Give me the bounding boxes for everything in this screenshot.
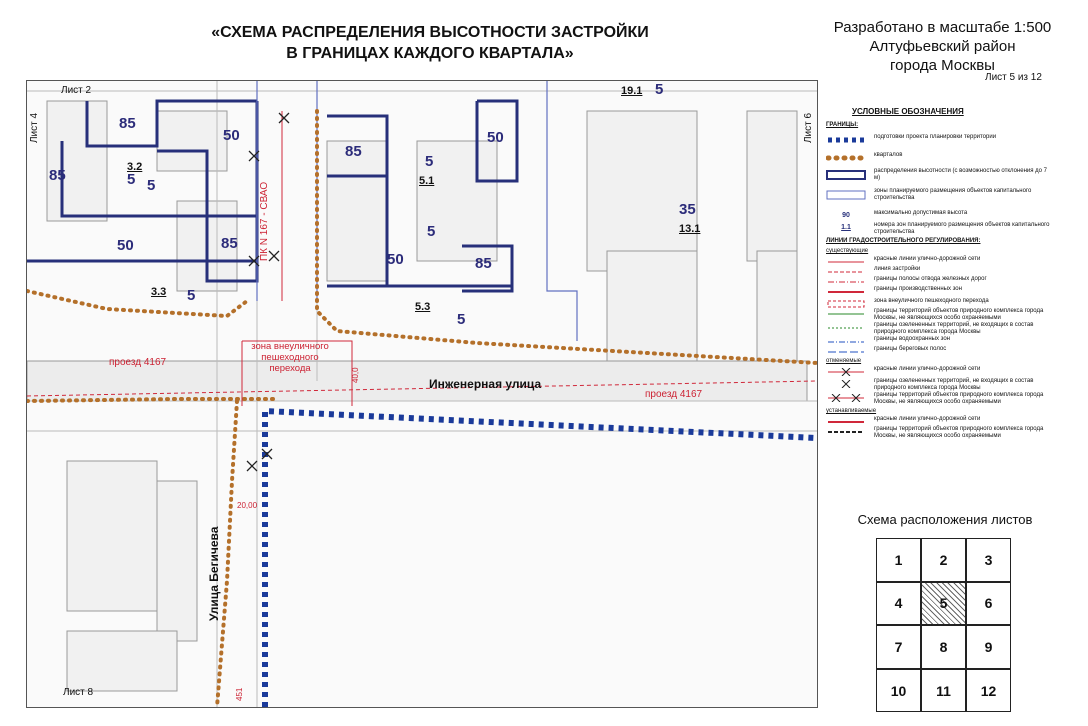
header-info: Разработано в масштабе 1:500 Алтуфьевски… xyxy=(820,18,1065,75)
height-boundaries xyxy=(27,99,519,293)
project-boundary-symbol xyxy=(828,137,864,143)
sheet-ref: Лист 6 xyxy=(803,112,814,143)
red-lines xyxy=(27,111,817,406)
height-label: 50 xyxy=(223,127,240,144)
legend-item: границы территорий объектов природного к… xyxy=(828,426,1044,439)
height-label: 5 xyxy=(187,287,196,304)
height-label: 35 xyxy=(679,201,696,218)
sheet-cell-3[interactable]: 3 xyxy=(966,538,1011,582)
height-label: 50 xyxy=(117,237,134,254)
sheet-cell-12[interactable]: 12 xyxy=(966,668,1011,713)
legend-item: границы производственных зон xyxy=(828,286,962,293)
pk-label: ПК N 167 - СВАО xyxy=(259,181,270,261)
height-label: 5 xyxy=(655,81,664,98)
legend-item: зона внеуличного пешеходного перехода xyxy=(826,298,1050,310)
legend-item: 90 максимально допустимая высота xyxy=(842,210,968,219)
legend-item: красные линии улично-дорожной сети xyxy=(826,366,1050,378)
height-label: 5 xyxy=(147,177,156,194)
title-line-1: «СХЕМА РАСПРЕДЕЛЕНИЯ ВЫСОТНОСТИ ЗАСТРОЙК… xyxy=(211,24,649,41)
quarter-label: 3.2 xyxy=(127,161,143,173)
legend-subsection: отменяемые xyxy=(826,358,862,364)
sheet-cell-4[interactable]: 4 xyxy=(876,581,921,626)
height-boundary-symbol xyxy=(826,170,866,180)
quarter-boundaries xyxy=(27,109,817,707)
planning-zone-symbol xyxy=(826,190,866,200)
roads xyxy=(27,81,817,707)
height-label: 5 xyxy=(457,311,466,328)
legend-item: границы территорий объектов природного к… xyxy=(828,308,1044,321)
legend-section: ГРАНИЦЫ: xyxy=(826,122,859,128)
legend-item: красные линии улично-дорожной сети xyxy=(828,256,981,263)
map-legend: УСЛОВНЫЕ ОБОЗНАЧЕНИЯ ГРАНИЦЫ: подготовки… xyxy=(822,104,1050,464)
sheet-cell-5[interactable]: 5 xyxy=(921,581,966,626)
height-label: 5 xyxy=(427,223,436,240)
dimension-label: 40,0 xyxy=(351,367,360,383)
height-label: 50 xyxy=(487,129,504,146)
quarter-label: 19.1 xyxy=(621,85,643,97)
sheet-cell-1[interactable]: 1 xyxy=(876,538,921,582)
sheet-cell-7[interactable]: 7 xyxy=(876,625,921,669)
dimension-label: 451 xyxy=(235,687,244,701)
legend-item: зоны планируемого размещения объектов ка… xyxy=(826,188,1050,201)
legend-item: границы береговых полос xyxy=(828,346,947,353)
height-label: 5 xyxy=(425,153,434,170)
legend-item: линия застройки xyxy=(828,266,921,273)
legend-item: кварталов xyxy=(826,152,1050,164)
sheet-cell-6[interactable]: 6 xyxy=(966,581,1011,626)
sheet-cell-10[interactable]: 10 xyxy=(876,668,921,713)
quarter-label: 13.1 xyxy=(679,223,701,235)
legend-item: распределения высотности (с возможностью… xyxy=(826,168,1050,181)
sheet-ref: Лист 2 xyxy=(61,85,92,96)
legend-section: ЛИНИИ ГРАДОСТРОИТЕЛЬНОГО РЕГУЛИРОВАНИЯ: xyxy=(826,238,981,244)
project-boundary xyxy=(262,407,817,707)
height-label: 85 xyxy=(119,115,136,132)
quarter-label: 5.3 xyxy=(415,301,431,313)
sheet-cell-11[interactable]: 11 xyxy=(921,668,966,713)
legend-subsection: устанавливаемые xyxy=(826,408,877,414)
street-engineering: Инженерная улица xyxy=(429,377,542,391)
city-text: города Москвы xyxy=(890,57,995,74)
legend-item: границы полосы отвода железных дорог xyxy=(828,276,987,283)
sheet-number: Лист 5 из 12 xyxy=(985,72,1042,83)
legend-item: границы территорий объектов природного к… xyxy=(826,392,1050,406)
legend-item: красные линии улично-дорожной сети xyxy=(828,416,981,423)
title-line-2: В ГРАНИЦАХ КАЖДОГО КВАРТАЛА» xyxy=(286,45,574,62)
legend-title: УСЛОВНЫЕ ОБОЗНАЧЕНИЯ xyxy=(852,107,964,116)
height-label: 50 xyxy=(387,251,404,268)
dimension-label: 20,00 xyxy=(237,501,258,510)
quarter-boundary-symbol xyxy=(826,155,866,161)
height-label: 85 xyxy=(221,235,238,252)
pedestrian-zone-label: зона внеуличного пешеходного перехода xyxy=(251,341,329,374)
legend-item: границы водоохранных зон xyxy=(828,336,950,343)
height-label: 85 xyxy=(475,255,492,272)
legend-item: 1.1 номера зон планируемого размещения о… xyxy=(841,222,1050,235)
quarter-label: 5.1 xyxy=(419,175,435,187)
legend-subsection: существующие xyxy=(826,248,869,254)
sheet-ref: Лист 8 xyxy=(63,687,94,698)
map-area: 85 50 5 85 50 85 5 85 5 50 50 85 5 35 5 … xyxy=(26,80,818,708)
street-begicheva: Улица Бегичева xyxy=(207,526,221,621)
scale-text: Разработано в масштабе 1:500 xyxy=(833,19,1052,36)
map-drawing xyxy=(27,81,817,707)
cancelled-marks xyxy=(246,112,290,472)
sheet-cell-9[interactable]: 9 xyxy=(966,625,1011,669)
sheet-ref: Лист 4 xyxy=(29,112,40,143)
proezd-left: проезд 4167 xyxy=(109,357,167,368)
height-label: 5 xyxy=(127,171,136,188)
sheet-cell-2[interactable]: 2 xyxy=(921,538,966,582)
district-text: Алтуфьевский район xyxy=(869,38,1016,55)
quarter-label: 3.3 xyxy=(151,286,167,298)
legend-item: подготовки проекта планировки территории xyxy=(826,134,1050,146)
proezd-right: проезд 4167 xyxy=(645,389,703,400)
height-label: 85 xyxy=(49,167,66,184)
legend-item: границы озелененных территорий, не входя… xyxy=(826,378,1050,392)
height-label: 85 xyxy=(345,143,362,160)
page-title: «СХЕМА РАСПРЕДЕЛЕНИЯ ВЫСОТНОСТИ ЗАСТРОЙК… xyxy=(150,22,710,64)
scheme-title: Схема расположения листов xyxy=(857,512,1033,527)
legend-item: границы озелененных территорий, не входя… xyxy=(828,322,1034,335)
sheet-cell-8[interactable]: 8 xyxy=(921,625,966,669)
